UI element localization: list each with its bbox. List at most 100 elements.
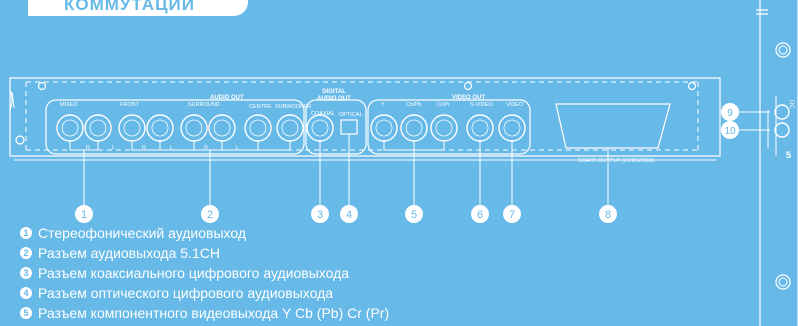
jack-centre	[244, 114, 272, 142]
jack-surround-r	[208, 114, 236, 142]
jack-mixed-r	[84, 114, 112, 142]
side-label-bottom: 5	[786, 150, 791, 160]
group-label-audio-out: AUDIO OUT	[210, 95, 244, 101]
svg-text:8: 8	[605, 209, 611, 221]
jack-front-r	[146, 114, 174, 142]
leader-line-2	[131, 140, 291, 210]
svg-text:10: 10	[724, 126, 736, 137]
callouts-layer: 1 2 3 4 5 6 7 8 9 10 DC 5	[75, 42, 794, 290]
jack-label-surround: SURROUND	[188, 102, 220, 108]
channel-letter: R	[86, 145, 90, 151]
callout-8: 8	[599, 205, 617, 223]
legend-item: 3 Разъем коаксиального цифрового аудиовых…	[20, 264, 580, 282]
jack-label-mixed: MIXED	[60, 102, 77, 108]
side-callout-9: 9	[721, 103, 739, 121]
side-panel-outline	[756, 0, 798, 326]
legend-item: 2 Разъем аудиовыхода 5.1CH	[20, 244, 580, 262]
callout-4: 4	[340, 205, 358, 223]
channel-letter: R	[142, 145, 146, 151]
screw-top-left	[37, 81, 47, 91]
jack-cb-pb	[400, 114, 428, 142]
jacks-layer	[56, 114, 526, 142]
legend-text: Разъем коаксиального цифрового аудиовыхо…	[38, 265, 350, 281]
callout-7: 7	[503, 205, 521, 223]
side-leader-lines	[738, 111, 770, 131]
svg-text:9: 9	[727, 108, 733, 119]
side-jack-9	[774, 104, 790, 120]
jack-label-scart: SCART OUTPUT (CVBS/RGB)	[578, 158, 654, 164]
svg-text:6: 6	[477, 209, 483, 221]
svg-text:2: 2	[207, 209, 213, 221]
legend-text: Разъем аудиовыхода 5.1CH	[38, 245, 220, 261]
jack-label-optical: OPTICAL	[339, 112, 363, 118]
jack-video	[498, 114, 526, 142]
leader-line-5	[383, 140, 445, 210]
callout-3: 3	[311, 205, 329, 223]
leader-lines-layer	[69, 111, 770, 210]
legend-list: 1 Стереофонический аудиовыход 2 Разъем ауди…	[20, 224, 580, 324]
jack-label-video: VIDEO	[506, 102, 524, 108]
svg-text:4: 4	[346, 209, 352, 221]
audio-housing	[45, 99, 305, 155]
side-jack-10	[774, 122, 790, 138]
jack-label-coaxial: COAXIAL	[311, 111, 335, 117]
jack-label-s-video: S-VIDEO	[470, 102, 493, 108]
channel-letter: L	[170, 145, 173, 151]
jack-label-y: Y	[381, 102, 385, 108]
legend-text: Разъем компонентного видеовыхода Y Cb (P…	[38, 305, 390, 321]
channel-letter: L	[112, 145, 115, 151]
jack-mixed-l	[56, 114, 84, 142]
header-title: КОММУТАЦИИ	[64, 0, 195, 14]
legend-number: 1	[20, 227, 32, 239]
jack-s-video	[466, 114, 494, 142]
jack-front-l	[118, 114, 146, 142]
panel-inner-dashed	[25, 81, 699, 151]
legend-item: 4 Разъем оптического цифрового аудиовыход…	[20, 284, 580, 302]
side-screw-bottom	[775, 274, 791, 290]
group-label-video-out: VIDEO OUT	[452, 95, 485, 101]
scart-connector	[555, 103, 671, 149]
side-screw-top	[775, 42, 791, 58]
legend-number: 5	[20, 307, 32, 319]
channel-letter: R	[204, 145, 208, 151]
jack-subwoofer	[276, 114, 304, 142]
legend-number: 3	[20, 267, 32, 279]
panel-bottom-edge	[10, 155, 720, 161]
leader-line-1	[69, 140, 99, 210]
svg-text:7: 7	[509, 209, 515, 221]
header-tab	[28, 0, 248, 16]
digital-housing	[305, 99, 367, 155]
panel-outline	[9, 77, 721, 157]
video-housing	[367, 99, 531, 155]
legend-number: 2	[20, 247, 32, 259]
jack-coaxial	[306, 114, 334, 142]
callout-6: 6	[471, 205, 489, 223]
jack-cr-pr	[430, 114, 458, 142]
jack-y	[370, 114, 398, 142]
legend-item: 1 Стереофонический аудиовыход	[20, 224, 580, 242]
legend-item: 5 Разъем компонентного видеовыхода Y Cb (…	[20, 304, 580, 322]
svg-text:1: 1	[81, 209, 87, 221]
screw-top-mid	[463, 81, 473, 91]
svg-text:3: 3	[317, 209, 323, 221]
jack-label-cr-pr: Cr/Pr	[437, 102, 450, 108]
jack-surround-l	[180, 114, 208, 142]
side-callout-10: 10	[721, 121, 739, 139]
callout-1: 1	[75, 205, 93, 223]
jack-label-subwoofer: SUBWOOFER	[275, 104, 311, 110]
legend-number: 4	[20, 287, 32, 299]
svg-text:5: 5	[411, 209, 417, 221]
optical-port	[340, 119, 358, 135]
screw-top-right	[687, 81, 697, 91]
legend-text: Разъем оптического цифрового аудиовыхода	[38, 285, 334, 301]
jack-label-cb-pb: Cb/Pb	[406, 102, 421, 108]
callout-5: 5	[405, 205, 423, 223]
side-label-top: DC	[788, 100, 794, 109]
callout-2: 2	[201, 205, 219, 223]
jack-label-centre: CENTRE	[249, 104, 272, 110]
legend-text: Стереофонический аудиовыход	[38, 225, 247, 241]
jack-label-front: FRONT	[120, 102, 140, 108]
